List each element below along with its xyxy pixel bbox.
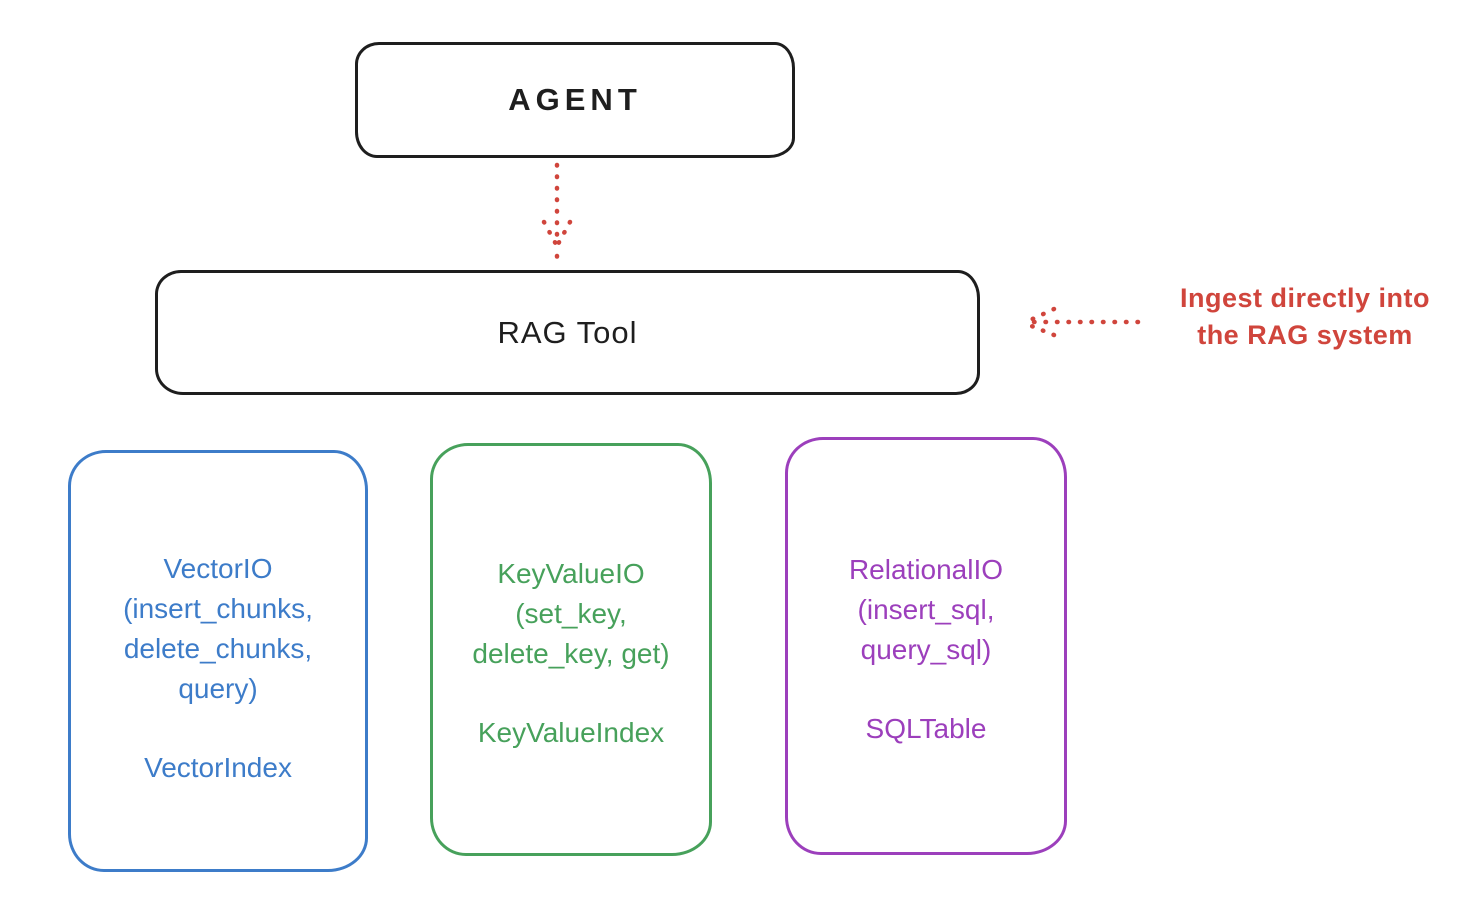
agent-to-rag-arrow: [541, 162, 573, 260]
rag-tool-node-label: RAG Tool: [497, 314, 638, 350]
agent-node-label: AGENT: [508, 82, 642, 117]
relational-io-label: RelationalIO(insert_sql,query_sql): [848, 554, 1004, 665]
vector-index-label: VectorIndex: [144, 752, 292, 783]
agent-node: AGENT: [355, 42, 795, 158]
rag-tool-node: RAG Tool: [155, 270, 980, 395]
keyvalue-io-node: KeyValueIO(set_key,delete_key, get) KeyV…: [430, 443, 712, 856]
vector-io-node: VectorIO(insert_chunks,delete_chunks,que…: [68, 450, 368, 872]
relational-io-node: RelationalIO(insert_sql,query_sql) SQLTa…: [785, 437, 1067, 855]
vector-io-label: VectorIO(insert_chunks,delete_chunks,que…: [123, 553, 313, 704]
sql-table-label: SQLTable: [865, 713, 987, 744]
keyvalue-io-label: KeyValueIO(set_key,delete_key, get): [472, 558, 670, 669]
keyvalue-index-label: KeyValueIndex: [477, 717, 665, 748]
annotation-to-rag-arrow: [1021, 306, 1141, 338]
